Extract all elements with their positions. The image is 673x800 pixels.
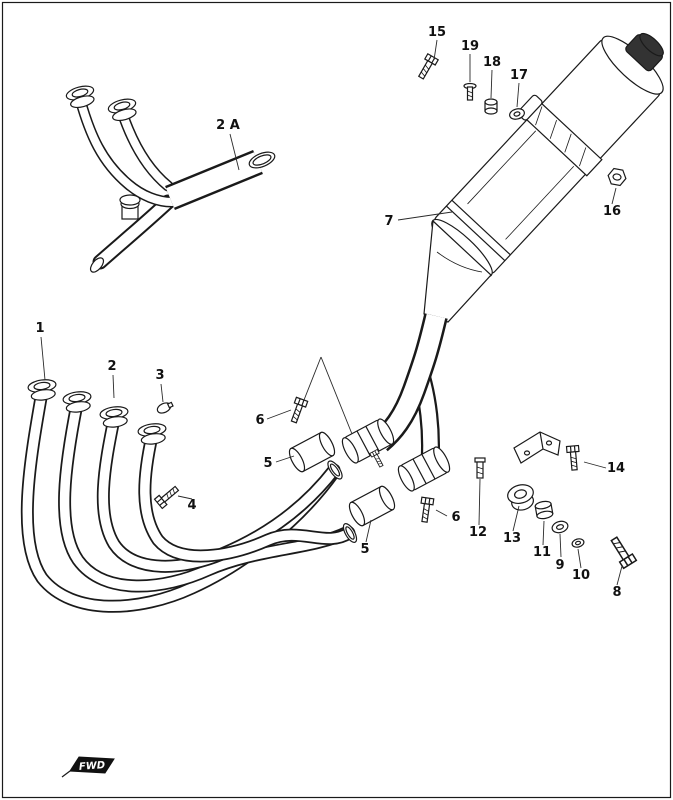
bolt-6-left <box>287 396 309 425</box>
callout-label-18: 18 <box>483 55 501 70</box>
bolt-4 <box>153 483 182 510</box>
front-header-assembly <box>65 85 276 273</box>
clamp-ring-3 <box>156 401 174 414</box>
callout-labels: 15 19 18 17 2 A 7 16 1 2 3 6 5 4 5 6 12 … <box>35 25 625 600</box>
callout-label-6-left: 6 <box>255 413 264 428</box>
header-pipes <box>20 379 358 613</box>
callout-label-10: 10 <box>572 568 590 583</box>
callout-label-2a: 2 A <box>216 118 240 133</box>
grommet-11 <box>534 500 554 520</box>
bushing-18 <box>484 98 498 115</box>
callout-label-1: 1 <box>35 321 44 336</box>
callout-label-2: 2 <box>107 359 116 374</box>
pipe-flange <box>107 98 137 122</box>
callout-leader-lines <box>40 39 623 586</box>
muffler-body <box>423 32 664 323</box>
hanger-bracket <box>513 431 561 464</box>
exhaust-flange-4 <box>137 423 167 445</box>
exhaust-flange-2 <box>62 391 92 413</box>
bolt-14 <box>565 444 582 472</box>
callout-label-5-upper: 5 <box>263 456 272 471</box>
callout-label-17: 17 <box>510 68 528 83</box>
pipe-coupling-clamp-upper <box>341 418 395 469</box>
callout-label-3: 3 <box>155 368 164 383</box>
washer-9 <box>551 520 569 534</box>
fwd-direction-flag: FWD <box>61 756 115 778</box>
callout-label-6-right: 6 <box>451 510 460 525</box>
bolt-8 <box>606 534 638 570</box>
fwd-label: FWD <box>79 760 106 773</box>
washer-10 <box>571 538 585 548</box>
callout-label-7: 7 <box>384 214 393 229</box>
exhaust-flange-1 <box>27 379 57 401</box>
collar-13 <box>507 484 534 511</box>
capped-stub <box>119 194 141 220</box>
pin-12 <box>474 457 486 479</box>
exhaust-flange-3 <box>99 406 129 428</box>
screw-19 <box>463 82 477 101</box>
callout-label-9: 9 <box>555 558 564 573</box>
callout-label-12: 12 <box>469 525 487 540</box>
callout-label-4: 4 <box>187 498 196 513</box>
connector-sleeve-upper <box>288 431 336 473</box>
bolt-15 <box>415 53 439 82</box>
pipe-coupling-clamp-lower <box>397 446 451 492</box>
connector-sleeve-lower <box>348 485 396 527</box>
washer-17 <box>509 108 525 120</box>
callout-label-11: 11 <box>533 545 551 560</box>
callout-label-13: 13 <box>503 531 521 546</box>
callout-label-19: 19 <box>461 39 479 54</box>
callout-label-5-lower: 5 <box>360 542 369 557</box>
callout-label-14: 14 <box>607 461 625 476</box>
callout-label-8: 8 <box>612 585 621 600</box>
callout-label-16: 16 <box>603 204 621 219</box>
collector-open-end <box>248 151 276 169</box>
bolt-6-right <box>417 496 435 524</box>
nut-16 <box>607 167 627 187</box>
pipe-flange <box>65 85 95 109</box>
fwd-flag-shape <box>69 756 115 774</box>
muffler-inlet-cone <box>423 219 492 323</box>
callout-label-15: 15 <box>428 25 446 40</box>
